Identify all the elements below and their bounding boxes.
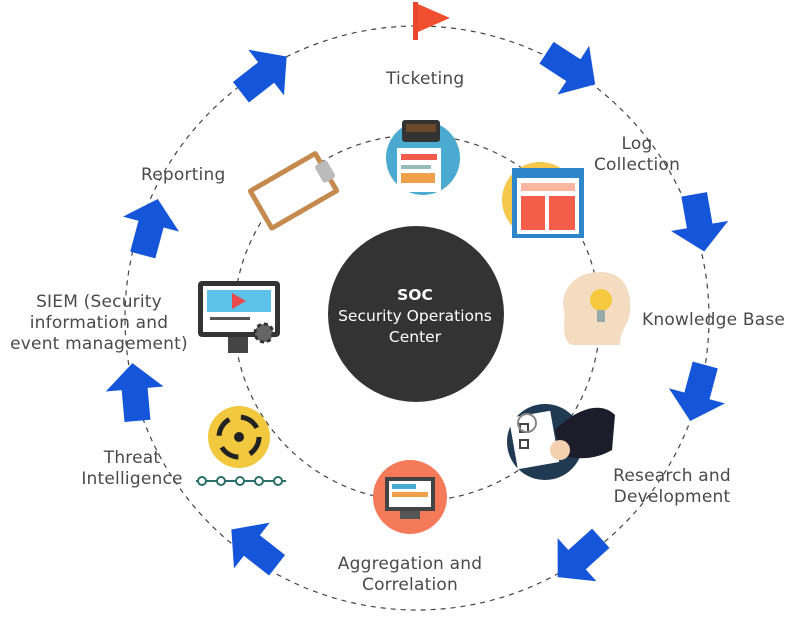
step-label-line: Research and: [613, 466, 731, 486]
step-label-line: Ticketing: [386, 69, 465, 89]
step-label-line: SIEM (Security: [36, 292, 162, 312]
monitor-layout-icon: [373, 460, 447, 534]
step-label-line: event management): [10, 334, 188, 354]
arrow-icon: [223, 33, 305, 116]
arrow-icon: [662, 357, 734, 429]
step-label-ticketing: Ticketing: [386, 69, 464, 90]
step-label-threat: Threat Intelligence: [72, 448, 192, 490]
center-title: SOC: [397, 286, 433, 304]
step-label-reporting: Reporting: [141, 165, 225, 186]
step-label-line: Log: [621, 134, 653, 154]
step-label-line: information and: [29, 313, 169, 333]
step-label-line: Threat: [103, 448, 161, 468]
wallet-documents-icon: [386, 120, 460, 195]
center-line-2: Center: [388, 328, 442, 346]
step-label-line: Knowledge Base: [642, 310, 786, 330]
checklist-hand-icon: [507, 404, 615, 480]
flag-icon: [413, 2, 450, 40]
center-line-1: Security Operations: [338, 307, 492, 325]
step-label-line: Collection: [593, 155, 681, 175]
arrow-icon: [530, 28, 611, 109]
clipboard-icon: [247, 151, 340, 231]
step-label-knowledge-base: Knowledge Base: [642, 310, 785, 331]
arrow-icon: [538, 516, 621, 599]
idea-head-icon: [563, 272, 631, 345]
video-monitor-icon: [198, 281, 280, 353]
step-label-line: Correlation: [362, 575, 458, 595]
step-label-log-collection: Log Collection: [585, 134, 689, 176]
step-label-line: Development: [613, 487, 731, 507]
step-label-research: Research and Development: [604, 466, 740, 508]
outer-dashed-ring: [124, 25, 710, 611]
arrow-icon: [213, 506, 295, 589]
step-label-siem: SIEM (Security information and event man…: [2, 292, 196, 355]
arrow-icon: [114, 191, 186, 263]
soc-center-circle: [328, 226, 504, 402]
center-label: SOC Security Operations Center: [320, 285, 510, 348]
browser-layout-icon: [502, 162, 584, 238]
arrow-icon: [103, 360, 167, 424]
step-label-line: Intelligence: [81, 469, 183, 489]
biohazard-icon: [196, 406, 286, 486]
step-label-aggregation: Aggregation and Correlation: [327, 554, 493, 596]
step-label-line: Reporting: [141, 165, 226, 185]
step-label-line: Aggregation and: [337, 554, 483, 574]
arrow-icon: [665, 189, 733, 257]
